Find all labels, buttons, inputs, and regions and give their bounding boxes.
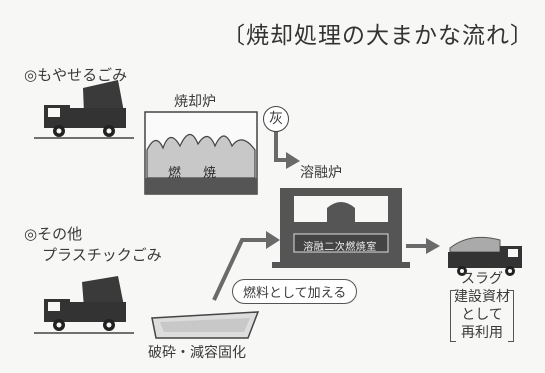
incinerator-label: 焼却炉 <box>174 94 216 110</box>
output-arrow-icon <box>406 238 440 254</box>
burnable-waste-label: ◎もやせるごみ <box>24 66 128 84</box>
crush-label: 破砕・減容固化 <box>148 345 246 361</box>
slag-box: スラグ 建設資材 として 再利用 <box>450 270 514 342</box>
slag-line: として <box>461 307 503 323</box>
other-waste-label-line1: ◎その他 <box>24 225 83 243</box>
slag-line: 建設資材 <box>454 289 510 305</box>
slag-title: スラグ <box>461 271 503 287</box>
combustion-label: 燃焼 <box>168 166 239 181</box>
melting-furnace-icon <box>272 188 410 268</box>
garbage-truck-bottom-icon <box>34 276 134 334</box>
bracket-right <box>508 290 514 342</box>
page-title: 〔焼却処理の大まかな流れ〕 <box>222 23 534 49</box>
melting-furnace-label: 溶融炉 <box>300 165 342 181</box>
incinerator-icon <box>144 111 258 195</box>
garbage-truck-top-icon <box>34 80 134 139</box>
chamber-label: 溶融二次燃焼室 <box>303 242 377 253</box>
ash-label: 灰 <box>263 106 289 132</box>
fuel-arrow-icon <box>212 231 280 301</box>
bracket-left <box>450 290 456 342</box>
crusher-tray-icon <box>151 311 260 339</box>
ash-arrow-icon <box>274 130 300 169</box>
slag-line: 再利用 <box>461 325 503 341</box>
slag-truck-icon <box>448 236 522 276</box>
fuel-label: 燃料として加える <box>232 279 358 304</box>
other-waste-label-line2: プラスチックごみ <box>42 246 162 264</box>
